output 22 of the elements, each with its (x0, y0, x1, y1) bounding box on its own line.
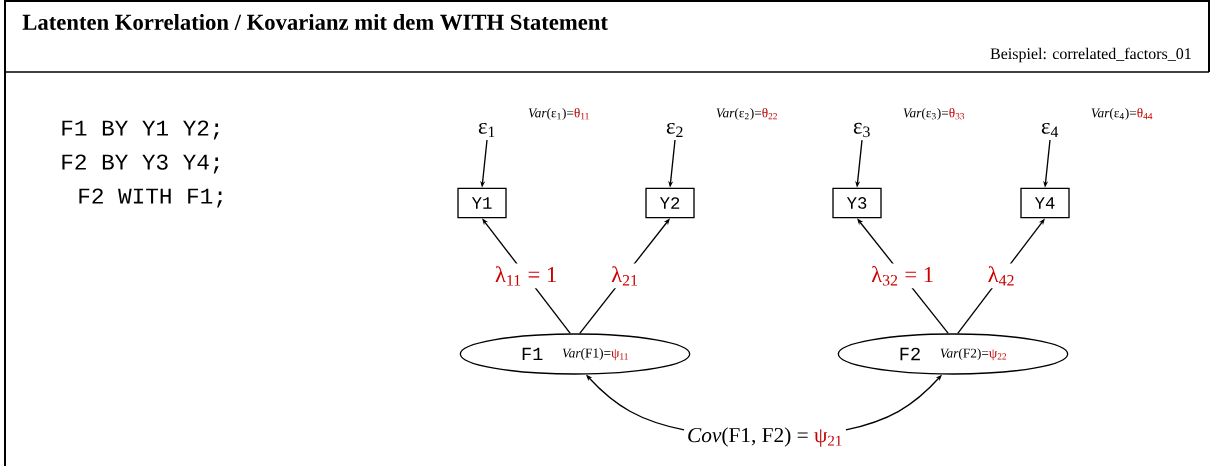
heading: Latenten Korrelation / Kovarianz mit dem WITH Statement (22, 13, 608, 30)
code-line: F2 BY Y3 Y4; (62, 154, 219, 174)
variable-box: Y4 (1020, 187, 1070, 219)
loading-label: λ$_{32}$ = 1 (868, 263, 937, 289)
variance-label: Var(ε$_{1}$)=θ$_{11}$ (528, 107, 589, 121)
covariance-label: Cov(F1, F2) = ψ$_{21}$ (688, 427, 842, 447)
error-term: ε$_{2}$ (666, 122, 683, 138)
variable-box: Y2 (645, 187, 695, 219)
error-term: ε$_{4}$ (1041, 122, 1059, 138)
variance-label: Var(ε$_{2}$)=θ$_{22}$ (716, 107, 777, 121)
loading-label: λ$_{42}$ (984, 263, 1018, 289)
code-line: F1 BY Y1 Y2; (62, 120, 219, 140)
variance-label: Var(ε$_{4}$)=θ$_{44}$ (1091, 107, 1153, 121)
error-term: ε$_{3}$ (853, 122, 870, 138)
loading-label: λ$_{11}$ = 1 (492, 263, 560, 289)
variance-label: Var(ε$_{3}$)=θ$_{33}$ (903, 107, 965, 121)
code-line: F2 WITH F1; (79, 188, 222, 208)
error-term: ε$_{1}$ (478, 122, 495, 138)
example-caption: Beispiel: correlated_factors_01 (990, 47, 1191, 63)
variable-box: Y3 (832, 187, 882, 219)
variable-box: Y1 (457, 187, 507, 219)
loading-label: λ$_{21}$ (608, 263, 642, 289)
